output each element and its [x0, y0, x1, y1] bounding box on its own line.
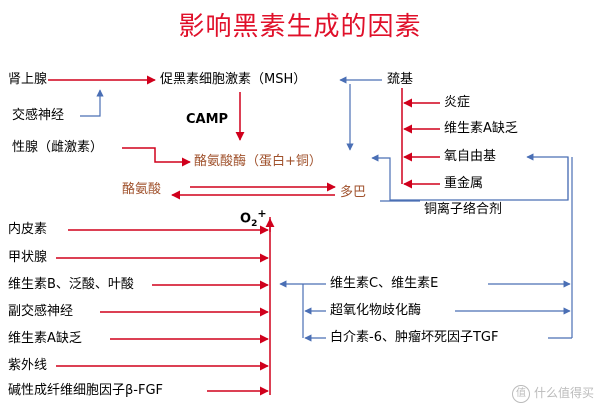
node-sulfhydryl: 巯基: [387, 72, 414, 87]
node-vit-a-def-bottom: 维生素A缺乏: [8, 331, 82, 346]
node-copper-chelator: 铜离子络合剂: [424, 202, 503, 217]
node-tyrosine: 酪氨酸: [122, 182, 162, 197]
node-bfgf: 碱性成纤维细胞因子β-FGF: [8, 383, 164, 398]
node-vit-b: 维生素B、泛酸、叶酸: [8, 277, 134, 292]
node-sod: 超氧化物歧化酶: [330, 303, 422, 318]
watermark: 值什么值得买: [511, 384, 594, 403]
node-msh: 促黑素细胞激素（MSH）: [160, 72, 307, 87]
arrow-oxygen-radical-right: [526, 153, 569, 200]
node-parasympathetic: 副交感神经: [8, 304, 74, 319]
arrow-sympathetic-adrenal: [80, 89, 104, 117]
watermark-badge-icon: 值: [511, 384, 530, 403]
node-adrenal: 肾上腺: [8, 72, 48, 87]
node-sympathetic: 交感神经: [12, 108, 65, 123]
node-uv: 紫外线: [8, 358, 48, 373]
node-oxygen-radical: 氧自由基: [444, 149, 497, 164]
node-heavy-metal: 重金属: [444, 176, 484, 191]
node-camp: CAMP: [186, 112, 229, 127]
watermark-text: 什么值得买: [533, 386, 594, 400]
node-il6: 白介素-6、肿瘤坏死因子TGF: [330, 330, 499, 345]
node-vit-ce: 维生素C、维生素E: [330, 276, 439, 291]
node-inflammation: 炎症: [444, 95, 471, 110]
arrow-gonad-tyrosinase: [122, 147, 191, 167]
o2-plus: +: [257, 207, 267, 220]
o2-letter: O: [240, 211, 252, 227]
node-dopa: 多巴: [340, 185, 367, 200]
node-o2: O2+: [240, 206, 267, 232]
node-endothelin: 内皮素: [8, 222, 48, 237]
node-gonad: 性腺（雌激素）: [12, 140, 104, 155]
node-thyroid: 甲状腺: [8, 250, 48, 265]
node-tyrosinase: 酪氨酸酶（蛋白+铜）: [194, 154, 322, 169]
page-title: 影响黑素生成的因素: [178, 12, 422, 42]
node-vit-a-def-top: 维生素A缺乏: [444, 121, 518, 136]
o2-subscript: 2: [251, 218, 258, 229]
